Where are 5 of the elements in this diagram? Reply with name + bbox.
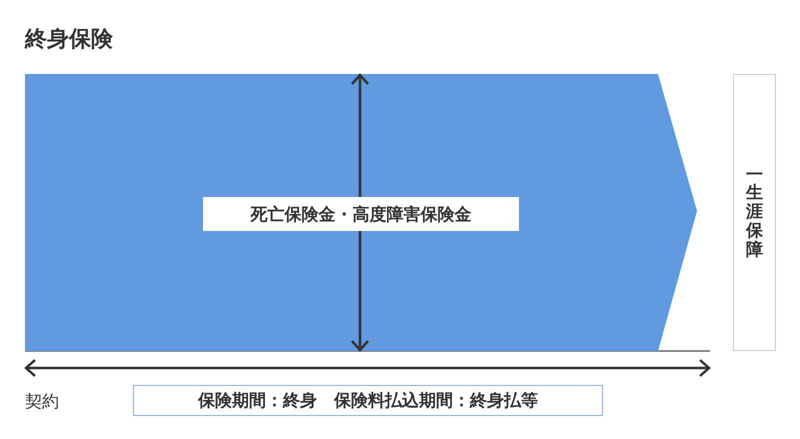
contract-label: 契約 (25, 391, 59, 413)
title: 終身保険 (25, 26, 113, 54)
contract-terms-box: 保険期間：終身 保険料払込期間：終身払等 (133, 385, 603, 416)
coverage-period-box: 一生涯保障 (733, 74, 776, 351)
benefit-label: 死亡保険金・高度障害保険金 (203, 197, 519, 231)
